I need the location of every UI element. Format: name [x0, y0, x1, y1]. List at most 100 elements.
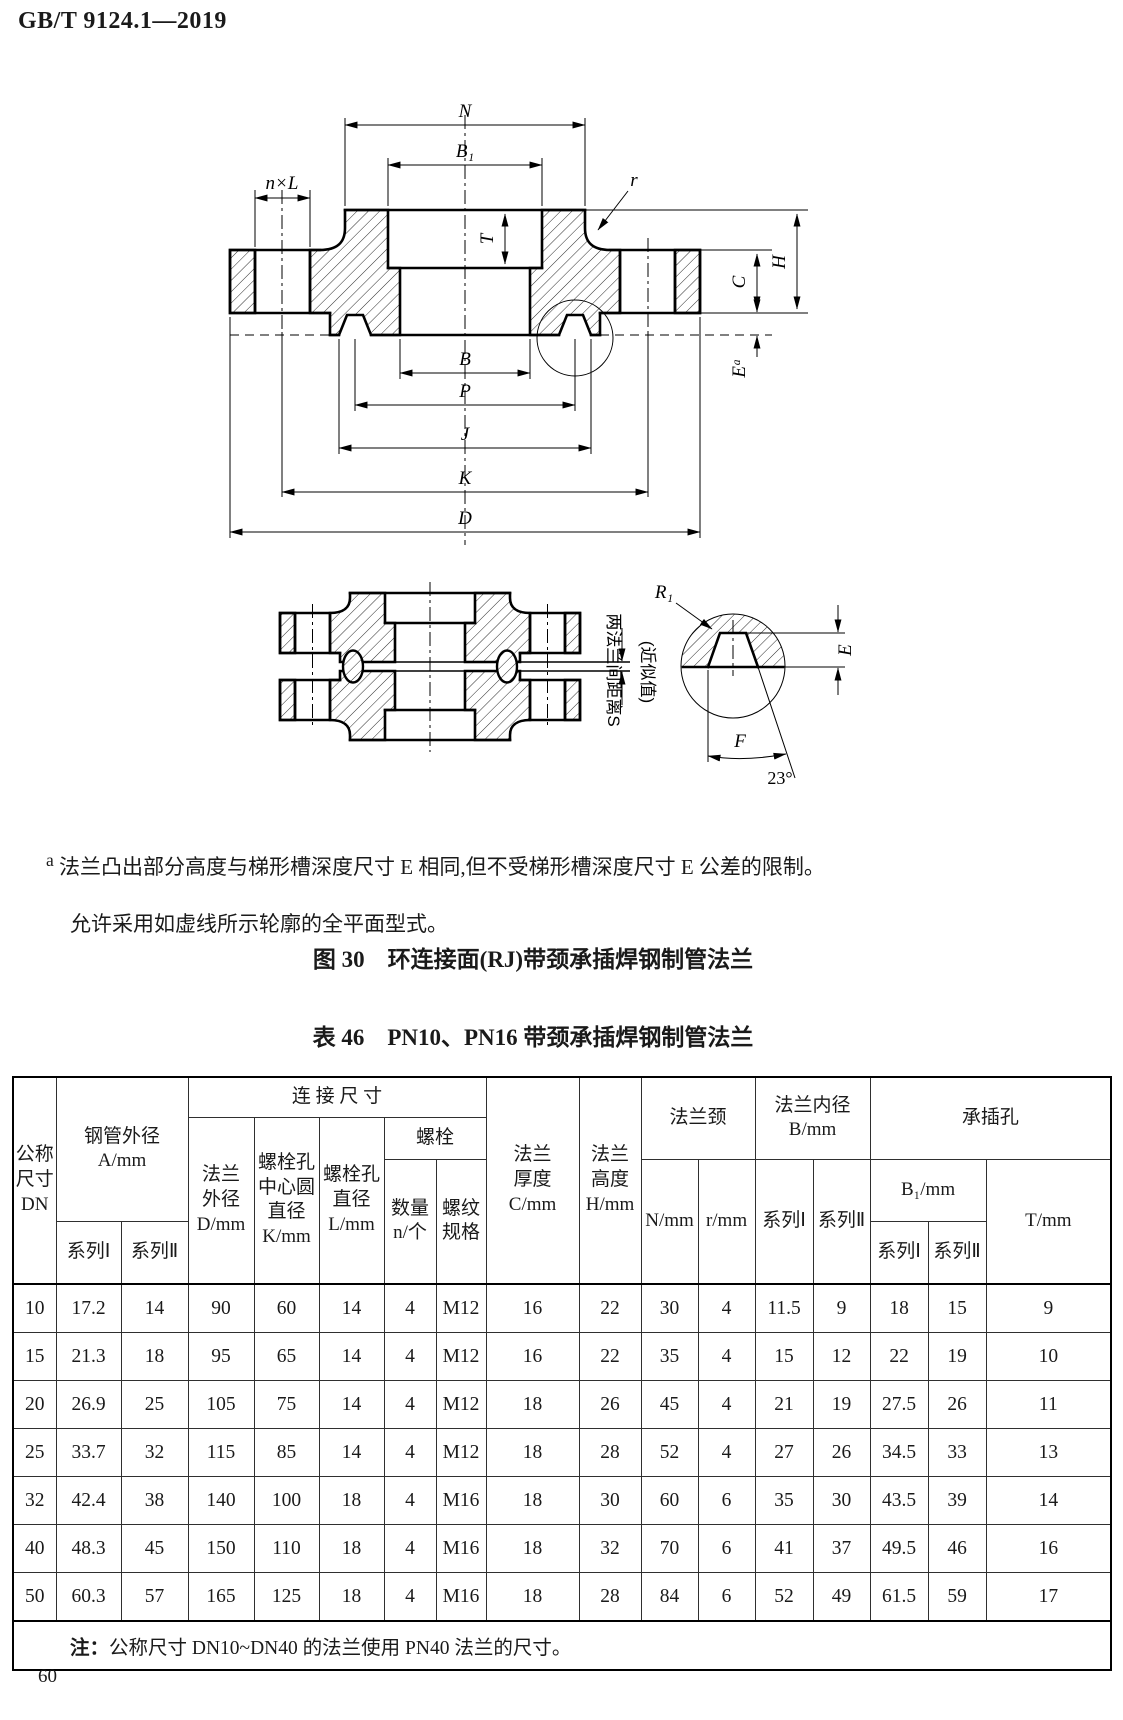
figure-footnote-line2: 允许采用如虚线所示轮廓的全平面型式。 [70, 912, 448, 936]
table-cell: M12 [435, 1428, 487, 1477]
table-cell: 15 [754, 1332, 814, 1381]
technical-drawing: N B₁ n×L r T C H Eᵃ B P [228, 101, 856, 788]
table-cell: 43.5 [869, 1476, 929, 1525]
table-cell: 4 [383, 1572, 437, 1622]
table-cell: 18 [318, 1524, 385, 1573]
table-cell: 33 [927, 1428, 987, 1477]
col-header-flange-od: 法兰 外径 D/mm [187, 1116, 255, 1285]
table-cell: 18 [485, 1572, 580, 1622]
figure-caption: 图 30 环连接面(RJ)带颈承插焊钢制管法兰 [312, 947, 754, 972]
table-cell: 19 [927, 1332, 987, 1381]
col-header-thread: 螺纹 规格 [435, 1158, 487, 1285]
table-cell: 49 [812, 1572, 871, 1622]
table-cell: 22 [869, 1332, 929, 1381]
table-cell: 85 [253, 1428, 320, 1477]
table-cell: 34.5 [869, 1428, 929, 1477]
dim-label-N: N [458, 101, 473, 122]
table-cell: 110 [253, 1524, 320, 1573]
table-cell: 32 [12, 1476, 57, 1525]
table-cell: 18 [318, 1572, 385, 1622]
dim-label-r: r [630, 170, 638, 191]
table-cell: 57 [120, 1572, 189, 1622]
table-cell: 125 [253, 1572, 320, 1622]
col-header-t: T/mm [985, 1158, 1112, 1285]
table-cell: 16 [485, 1332, 580, 1381]
table-cell: 6 [697, 1572, 756, 1622]
table-cell: 4 [383, 1332, 437, 1381]
table-cell: M12 [435, 1332, 487, 1381]
dim-label-P: P [458, 381, 471, 402]
col-header-bolt-hole: 螺栓孔 直径 L/mm [318, 1116, 385, 1285]
col-header-bore-s2: 系列Ⅱ [812, 1158, 871, 1285]
table-cell: 14 [318, 1380, 385, 1429]
table-note: 注：公称尺寸 DN10~DN40 的法兰使用 PN40 法兰的尺寸。 [12, 1620, 1112, 1671]
table-cell: 14 [120, 1283, 189, 1333]
gap-distance-label: 两法兰间距离S [604, 613, 623, 726]
table-cell: M16 [435, 1572, 487, 1622]
table-cell: 165 [187, 1572, 255, 1622]
table-cell: 14 [318, 1332, 385, 1381]
table-cell: 27.5 [869, 1380, 929, 1429]
col-header-qty: 数量 n/个 [383, 1158, 437, 1285]
table-cell: 150 [187, 1524, 255, 1573]
col-header-a-s2: 系列Ⅱ [120, 1220, 189, 1285]
table-cell: 9 [812, 1283, 871, 1333]
table-cell: 10 [12, 1283, 57, 1333]
table-cell: 45 [640, 1380, 699, 1429]
table-cell: 52 [754, 1572, 814, 1622]
dim-label-C: C [729, 275, 750, 288]
table-cell: 4 [697, 1332, 756, 1381]
table-cell: 18 [485, 1428, 580, 1477]
dim-label-Ea: Eᵃ [729, 358, 750, 378]
table-cell: 140 [187, 1476, 255, 1525]
table-cell: 26.9 [55, 1380, 122, 1429]
section-hatch-far-right [673, 248, 702, 315]
table-cell: 6 [697, 1476, 756, 1525]
table-cell: 40 [12, 1524, 57, 1573]
table-cell: 38 [120, 1476, 189, 1525]
table-cell: 25 [12, 1428, 57, 1477]
col-header-pipe-od: 钢管外径 A/mm [55, 1076, 189, 1222]
col-header-bore: 法兰内径 B/mm [754, 1076, 871, 1160]
table-cell: 4 [383, 1428, 437, 1477]
table-cell: 9 [985, 1283, 1112, 1333]
flange-assembly-view: 两法兰间距离S (近似值) [278, 582, 657, 752]
table-cell: 21 [754, 1380, 814, 1429]
note-prefix: 注： [70, 1638, 110, 1659]
table-cell: 12 [812, 1332, 871, 1381]
dim-label-R1: R₁ [654, 582, 673, 603]
table-cell: 11 [985, 1380, 1112, 1429]
col-header-bore-s1: 系列Ⅰ [754, 1158, 814, 1285]
table-cell: 26 [578, 1380, 642, 1429]
table-cell: 14 [318, 1283, 385, 1333]
table-cell: 28 [578, 1428, 642, 1477]
dim-label-B: B [459, 349, 471, 370]
gap-approx-label: (近似值) [638, 641, 657, 703]
table-cell: 39 [927, 1476, 987, 1525]
table-cell: 15 [927, 1283, 987, 1333]
table-cell: 4 [697, 1428, 756, 1477]
col-header-neck: 法兰颈 [640, 1076, 756, 1160]
table-cell: 30 [578, 1476, 642, 1525]
table-cell: 70 [640, 1524, 699, 1573]
table-cell: 14 [318, 1428, 385, 1477]
table-cell: 60 [253, 1283, 320, 1333]
table-cell: 17.2 [55, 1283, 122, 1333]
table-cell: 4 [383, 1283, 437, 1333]
dim-label-B1: B₁ [456, 141, 474, 162]
table-cell: 15 [12, 1332, 57, 1381]
table-cell: 13 [985, 1428, 1112, 1477]
table-cell: 18 [485, 1380, 580, 1429]
table-cell: 17 [985, 1572, 1112, 1622]
table-header: 公称 尺寸 DN 钢管外径 A/mm 连 接 尺 寸 法兰 厚度 C/mm 法兰… [12, 1076, 1112, 1285]
table-cell: 4 [383, 1380, 437, 1429]
table-cell: 30 [640, 1283, 699, 1333]
table-cell: 10 [985, 1332, 1112, 1381]
dim-label-J: J [461, 424, 471, 445]
